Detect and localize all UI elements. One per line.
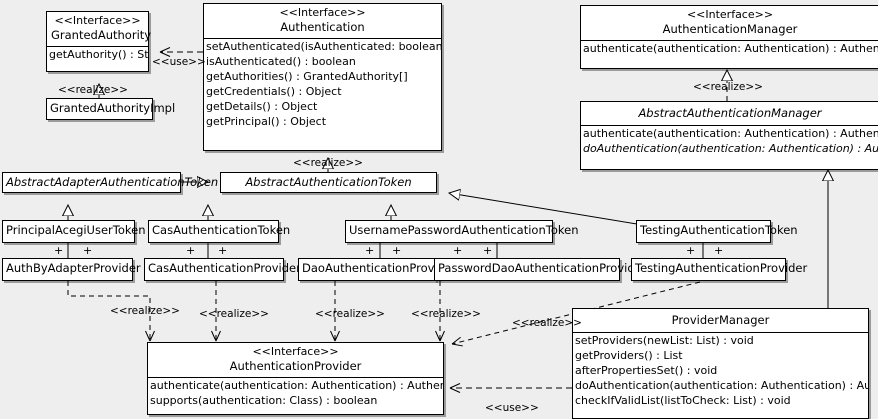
operation: afterPropertiesSet() : void <box>575 364 718 377</box>
class-name: AbstractAdapterAuthenticationToken <box>6 175 219 189</box>
operation: authenticate(authentication: Authenticat… <box>583 127 878 140</box>
operation: supports(authentication: Class) : boolea… <box>150 394 378 407</box>
stereotype-label: <<Interface>> <box>686 8 774 21</box>
operation: doAuthentication(authentication: Authent… <box>575 379 868 392</box>
association-marker-plus: + <box>714 244 724 257</box>
operation: doAuthentication(authentication: Authent… <box>583 142 878 155</box>
relationship-label-use-provider-manager: <<use>> <box>485 402 539 414</box>
class-cas-authentication-token[interactable]: CasAuthenticationToken <box>148 220 291 243</box>
operation: getProviders() : List <box>575 349 683 362</box>
association-marker-plus: + <box>54 244 64 257</box>
class-granted-authority-impl[interactable]: GrantedAuthorityImpl <box>46 98 176 120</box>
class-abstract-authentication-token[interactable]: AbstractAuthenticationToken <box>220 172 437 193</box>
operation: authenticate(authentication: Authenticat… <box>150 379 443 392</box>
class-name: TestingAuthenticationToken <box>640 223 798 237</box>
class-dao-authentication-provider[interactable]: DaoAuthenticationProvider <box>298 258 457 281</box>
class-auth-by-adapter-provider[interactable]: AuthByAdapterProvider <box>2 258 141 281</box>
operations-compartment: authenticate(authentication: Authenticat… <box>148 377 443 408</box>
association-marker-plus: + <box>453 244 463 257</box>
class-password-dao-authentication-provider[interactable]: PasswordDaoAuthenticationProvider <box>434 258 647 281</box>
operation: getAuthority() : String <box>49 48 148 61</box>
class-name: CasAuthenticationToken <box>152 223 291 237</box>
class-provider-manager[interactable]: ProviderManager setProviders(newList: Li… <box>572 308 869 419</box>
operation: authenticate(authentication: Authenticat… <box>583 42 878 55</box>
operations-compartment: setProviders(newList: List) : void getPr… <box>573 332 868 408</box>
class-name: AuthenticationProvider <box>229 359 362 373</box>
relationship-label-realize-testing-provider: <<realize>> <box>512 317 582 329</box>
association-marker-plus: + <box>83 244 93 257</box>
operations-compartment: authenticate(authentication: Authenticat… <box>581 125 878 156</box>
class-abstract-authentication-manager[interactable]: AbstractAuthenticationManager authentica… <box>580 101 878 170</box>
class-header: <<Interface>> AuthenticationProvider <box>148 343 443 377</box>
operation: getAuthorities() : GrantedAuthority[] <box>206 70 408 83</box>
operation: isAuthenticated() : boolean <box>206 55 356 68</box>
relationship-label-realize-cas-provider: <<realize>> <box>199 308 269 320</box>
relationship-label-realize-abstract-auth-token: <<realize>> <box>293 157 363 169</box>
operation: getDetails() : Object <box>206 100 318 113</box>
class-name: DaoAuthenticationProvider <box>302 261 457 275</box>
relationship-label-use-granted-authority: <<use>> <box>152 56 206 68</box>
class-name: ProviderManager <box>671 313 770 327</box>
class-name: PrincipalAcegiUserToken <box>6 223 146 237</box>
association-marker-plus: + <box>686 244 696 257</box>
relationship-label-realize-password-dao-provider: <<realize>> <box>411 308 481 320</box>
operations-compartment: authenticate(authentication: Authenticat… <box>581 40 878 56</box>
class-name: GrantedAuthority <box>51 28 152 42</box>
class-granted-authority[interactable]: <<Interface>> GrantedAuthority getAuthor… <box>46 11 152 72</box>
association-marker-plus: + <box>365 244 375 257</box>
relationship-label-realize-auth-by-adapter: <<realize>> <box>110 305 180 317</box>
class-testing-authentication-token[interactable]: TestingAuthenticationToken <box>636 220 798 243</box>
operation: setProviders(newList: List) : void <box>575 334 754 347</box>
class-name: UsernamePasswordAuthenticationToken <box>349 223 579 237</box>
operation: setAuthenticated(isAuthenticated: boolea… <box>206 40 441 53</box>
class-name: TestingAuthenticationProvider <box>635 261 808 275</box>
stereotype-label: <<Interface>> <box>252 345 339 358</box>
class-header: ProviderManager <box>573 309 868 332</box>
operations-compartment: getAuthority() : String <box>47 46 148 62</box>
class-name: AbstractAuthenticationToken <box>245 175 412 189</box>
relationship-label-realize-dao-provider: <<realize>> <box>315 308 385 320</box>
class-principal-acegi-user-token[interactable]: PrincipalAcegiUserToken <box>2 220 146 243</box>
class-cas-authentication-provider[interactable]: CasAuthenticationProvider <box>144 258 301 281</box>
class-authentication[interactable]: <<Interface>> Authentication setAuthenti… <box>203 3 442 151</box>
class-name: GrantedAuthorityImpl <box>50 101 176 115</box>
class-testing-authentication-provider[interactable]: TestingAuthenticationProvider <box>631 258 808 281</box>
class-name: PasswordDaoAuthenticationProvider <box>438 261 647 275</box>
class-header: <<Interface>> Authentication <box>204 4 441 38</box>
class-authentication-manager[interactable]: <<Interface>> AuthenticationManager auth… <box>580 5 878 69</box>
class-name: Authentication <box>280 20 365 34</box>
class-header: AbstractAuthenticationManager <box>581 102 878 125</box>
class-abstract-adapter-authentication-token[interactable]: AbstractAdapterAuthenticationToken <box>2 172 219 193</box>
stereotype-label: <<Interface>> <box>54 14 141 27</box>
operations-compartment: setAuthenticated(isAuthenticated: boolea… <box>204 38 441 129</box>
class-authentication-provider[interactable]: <<Interface>> AuthenticationProvider aut… <box>147 342 444 415</box>
class-name: CasAuthenticationProvider <box>148 261 301 275</box>
association-marker-plus: + <box>218 244 228 257</box>
operation: getCredentials() : Object <box>206 85 342 98</box>
class-name: AuthByAdapterProvider <box>6 261 141 275</box>
operation: checkIfValidList(listToCheck: List) : vo… <box>575 394 791 407</box>
association-marker-plus: + <box>392 244 402 257</box>
stereotype-label: <<Interface>> <box>279 6 366 19</box>
class-header: <<Interface>> GrantedAuthority <box>47 12 152 46</box>
relationship-label-realize-auth-manager: <<realize>> <box>693 81 763 93</box>
relationship-label-realize-granted-authority-impl: <<realize>> <box>58 84 128 96</box>
association-marker-plus: + <box>186 244 196 257</box>
operation: getPrincipal() : Object <box>206 115 327 128</box>
class-header: <<Interface>> AuthenticationManager <box>581 6 878 40</box>
association-marker-plus: + <box>483 244 493 257</box>
class-name: AbstractAuthenticationManager <box>638 106 822 120</box>
class-username-password-authentication-token[interactable]: UsernamePasswordAuthenticationToken <box>345 220 579 243</box>
class-name: AuthenticationManager <box>662 22 798 36</box>
